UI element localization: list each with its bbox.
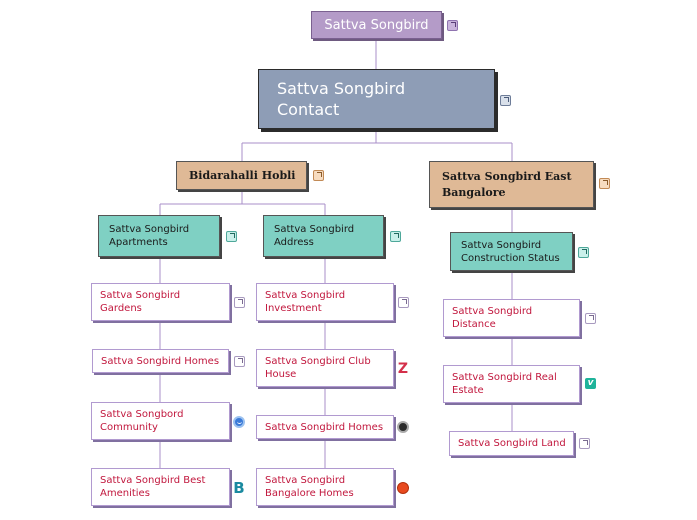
node-real-estate-label: Sattva Songbird Real Estate — [452, 372, 557, 396]
node-main[interactable]: Sattva Songbird Contact — [258, 69, 495, 129]
node-address[interactable]: Sattva Songbird Address — [263, 215, 384, 257]
v-letter-icon: v — [585, 378, 596, 389]
node-main-label: Sattva Songbird Contact — [277, 79, 406, 119]
node-apartments-label: Sattva Songbird Apartments — [109, 224, 190, 248]
node-construction-label: Sattva Songbird Construction Status — [461, 239, 560, 264]
external-link-icon[interactable] — [390, 231, 401, 242]
node-investment[interactable]: Sattva Songbird Investment — [256, 283, 394, 321]
external-link-icon[interactable] — [226, 231, 237, 242]
node-root[interactable]: Sattva Songbird — [311, 11, 442, 39]
node-left-branch[interactable]: Bidarahalli Hobli — [176, 161, 307, 190]
z-letter-icon: Z — [397, 361, 409, 377]
node-homes-2[interactable]: Sattva Songbird Homes — [256, 415, 394, 439]
node-homes-2-label: Sattva Songbird Homes — [265, 421, 384, 433]
node-homes-label: Sattva Songbird Homes — [101, 355, 220, 367]
node-investment-label: Sattva Songbird Investment — [265, 290, 346, 314]
node-bangalore-homes[interactable]: Sattva Songbird Bangalore Homes — [256, 468, 394, 506]
node-community-label: Sattva Songbord Community — [100, 409, 184, 433]
external-link-icon[interactable] — [234, 356, 245, 367]
node-bangalore-homes-label: Sattva Songbird Bangalore Homes — [265, 475, 354, 499]
node-real-estate[interactable]: Sattva Songbird Real Estate — [443, 365, 580, 403]
external-link-icon[interactable] — [578, 247, 589, 258]
external-link-icon[interactable] — [234, 297, 245, 308]
external-link-icon[interactable] — [585, 313, 596, 324]
node-community[interactable]: Sattva Songbord Community — [91, 402, 230, 440]
node-distance-label: Sattva Songbird Distance — [452, 306, 533, 330]
b-letter-icon: B — [233, 478, 245, 497]
node-right-branch-label: Sattva Songbird East Bangalore — [442, 169, 572, 199]
node-gardens[interactable]: Sattva Songbird Gardens — [91, 283, 230, 321]
node-amenities-label: Sattva Songbird Best Amenities — [100, 475, 206, 499]
node-construction[interactable]: Sattva Songbird Construction Status — [450, 232, 573, 271]
external-link-icon[interactable] — [447, 20, 458, 31]
external-link-icon[interactable] — [500, 95, 511, 106]
external-link-icon[interactable] — [313, 170, 324, 181]
external-link-icon[interactable] — [599, 178, 610, 189]
node-gardens-label: Sattva Songbird Gardens — [100, 290, 181, 314]
node-amenities[interactable]: Sattva Songbird Best Amenities — [91, 468, 230, 506]
node-address-label: Sattva Songbird Address — [274, 224, 355, 248]
target-icon — [397, 421, 409, 433]
orange-circle-icon — [397, 482, 409, 494]
node-distance[interactable]: Sattva Songbird Distance — [443, 299, 580, 337]
node-apartments[interactable]: Sattva Songbird Apartments — [98, 215, 220, 257]
node-left-branch-label: Bidarahalli Hobli — [189, 168, 296, 182]
node-land[interactable]: Sattva Songbird Land — [449, 431, 574, 456]
external-link-icon[interactable] — [398, 297, 409, 308]
node-right-branch[interactable]: Sattva Songbird East Bangalore — [429, 161, 594, 208]
node-club-house[interactable]: Sattva Songbird Club House — [256, 349, 394, 387]
node-land-label: Sattva Songbird Land — [458, 438, 566, 449]
external-link-icon[interactable] — [579, 438, 590, 449]
smiley-icon — [233, 416, 245, 428]
node-club-house-label: Sattva Songbird Club House — [265, 356, 371, 380]
node-root-label: Sattva Songbird — [324, 17, 429, 33]
node-homes[interactable]: Sattva Songbird Homes — [92, 349, 229, 373]
